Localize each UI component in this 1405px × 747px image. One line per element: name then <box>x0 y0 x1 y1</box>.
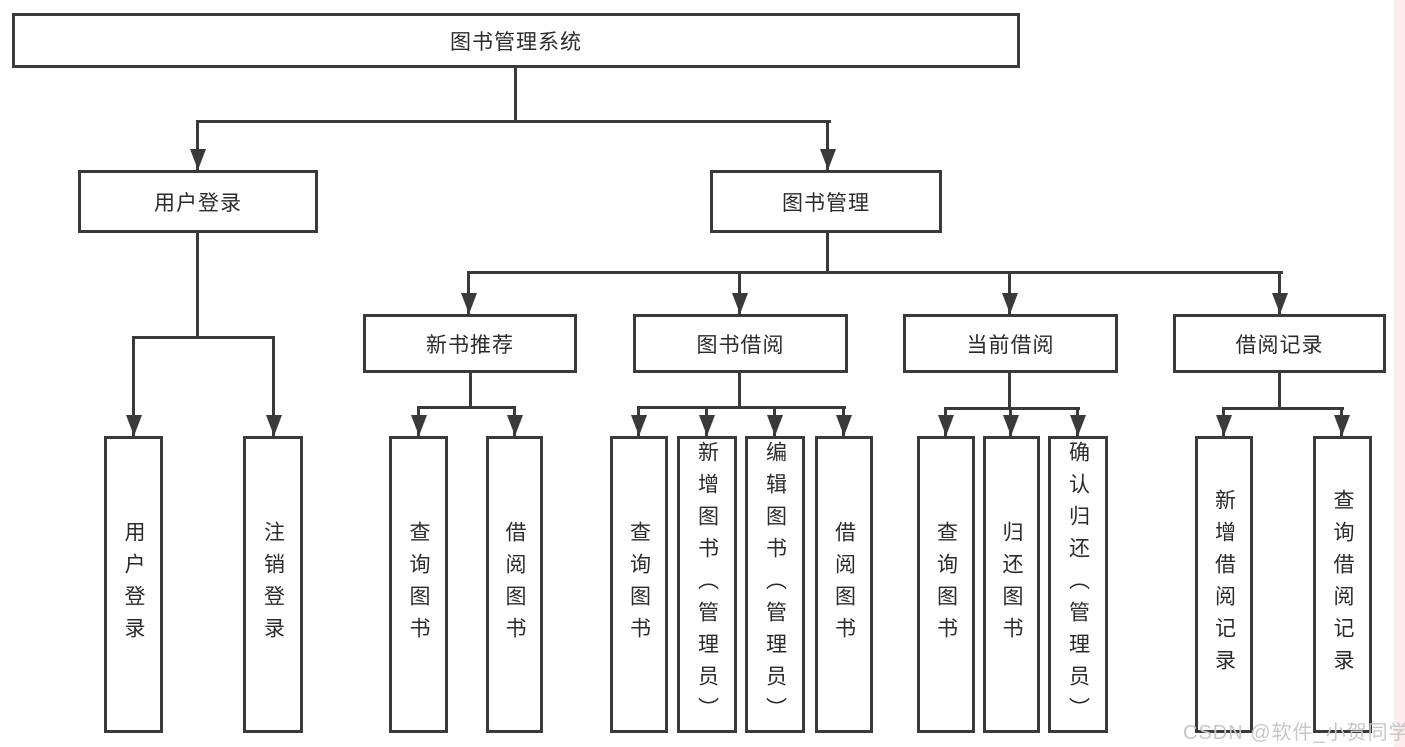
node-user-login-label: 用户登录 <box>154 191 242 215</box>
arrowhead-down-icon <box>126 415 142 436</box>
arrowhead-down-icon <box>1003 415 1019 436</box>
arrowhead-down-icon <box>1002 293 1018 314</box>
leaf-edit-books-admin-label: 编辑图书（管理员） <box>763 440 787 729</box>
leaf-user-login: 用户登录 <box>104 436 163 733</box>
arrowhead-down-icon <box>1070 415 1086 436</box>
connector-line <box>1278 373 1281 407</box>
leaf-query-books-borrowing: 查询图书 <box>610 436 668 733</box>
connector-line <box>1008 373 1011 407</box>
leaf-borrow-books-recommend: 借阅图书 <box>486 436 543 733</box>
node-borrowing-records: 借阅记录 <box>1173 314 1386 373</box>
connector-line <box>196 120 831 123</box>
node-root: 图书管理系统 <box>12 13 1020 68</box>
connector-line <box>132 336 135 436</box>
arrowhead-down-icon <box>266 415 282 436</box>
arrowhead-down-icon <box>767 415 783 436</box>
arrowhead-down-icon <box>190 149 206 170</box>
arrowhead-down-icon <box>732 293 748 314</box>
connector-line <box>467 271 470 314</box>
connector-line <box>826 120 829 170</box>
leaf-logout-label: 注销登录 <box>261 520 285 649</box>
connector-line <box>826 233 829 271</box>
leaf-confirm-return-admin: 确认归还（管理员） <box>1048 436 1108 733</box>
leaf-query-books-recommend: 查询图书 <box>389 436 448 733</box>
connector-line <box>1008 271 1011 314</box>
arrowhead-down-icon <box>699 415 715 436</box>
leaf-query-books-current-label: 查询图书 <box>934 520 958 649</box>
connector-line <box>944 407 1080 410</box>
arrowhead-down-icon <box>836 415 852 436</box>
node-book-management-label: 图书管理 <box>782 191 870 215</box>
leaf-borrow-books-label: 借阅图书 <box>832 520 856 649</box>
arrowhead-down-icon <box>507 415 523 436</box>
connector-line <box>738 373 741 406</box>
connector-line <box>1278 271 1281 314</box>
connector-line <box>467 271 1283 274</box>
csdn-watermark: CSDN @软件_小贺同学 <box>1183 722 1405 744</box>
connector-line <box>1222 407 1344 410</box>
leaf-add-books-admin-label: 新增图书（管理员） <box>695 440 719 729</box>
connector-line <box>738 271 741 314</box>
leaf-borrow-books: 借阅图书 <box>815 436 873 733</box>
arrowhead-down-icon <box>1334 415 1350 436</box>
node-borrowing-records-label: 借阅记录 <box>1235 333 1324 357</box>
leaf-query-books-current: 查询图书 <box>917 436 975 733</box>
leaf-query-borrow-record-label: 查询借阅记录 <box>1331 488 1354 681</box>
node-new-book-recommend: 新书推荐 <box>363 314 577 373</box>
node-new-book-recommend-label: 新书推荐 <box>426 333 514 357</box>
node-current-borrowing: 当前借阅 <box>903 314 1118 373</box>
arrowhead-down-icon <box>461 293 477 314</box>
connector-line <box>417 406 516 409</box>
connector-line <box>132 336 275 339</box>
right-edge-strip <box>1394 0 1405 747</box>
arrowhead-down-icon <box>1216 415 1232 436</box>
leaf-add-books-admin: 新增图书（管理员） <box>677 436 737 733</box>
leaf-add-borrow-record-label: 新增借阅记录 <box>1212 488 1236 681</box>
leaf-return-books-label: 归还图书 <box>1000 520 1023 649</box>
node-user-login: 用户登录 <box>78 170 318 233</box>
leaf-logout: 注销登录 <box>243 436 303 733</box>
node-current-borrowing-label: 当前借阅 <box>966 333 1055 357</box>
leaf-edit-books-admin: 编辑图书（管理员） <box>745 436 805 733</box>
leaf-confirm-return-admin-label: 确认归还（管理员） <box>1066 440 1090 729</box>
leaf-query-books-recommend-label: 查询图书 <box>407 520 430 649</box>
node-book-borrowing-label: 图书借阅 <box>696 333 785 357</box>
connector-line <box>196 120 199 170</box>
connector-line <box>469 373 472 406</box>
connector-line <box>196 233 199 336</box>
arrowhead-down-icon <box>631 415 647 436</box>
arrowhead-down-icon <box>938 415 954 436</box>
node-book-management: 图书管理 <box>710 170 942 233</box>
node-root-label: 图书管理系统 <box>450 30 582 54</box>
leaf-query-books-borrowing-label: 查询图书 <box>627 520 651 649</box>
arrowhead-down-icon <box>411 415 427 436</box>
leaf-user-login-label: 用户登录 <box>122 520 145 649</box>
leaf-query-borrow-record: 查询借阅记录 <box>1313 436 1372 733</box>
leaf-borrow-books-recommend-label: 借阅图书 <box>503 520 526 649</box>
node-book-borrowing: 图书借阅 <box>633 314 848 373</box>
connector-line <box>637 406 846 409</box>
arrowhead-down-icon <box>820 149 836 170</box>
leaf-return-books: 归还图书 <box>983 436 1040 733</box>
connector-line <box>514 68 517 120</box>
connector-line <box>272 336 275 436</box>
arrowhead-down-icon <box>1272 293 1288 314</box>
leaf-add-borrow-record: 新增借阅记录 <box>1195 436 1253 733</box>
